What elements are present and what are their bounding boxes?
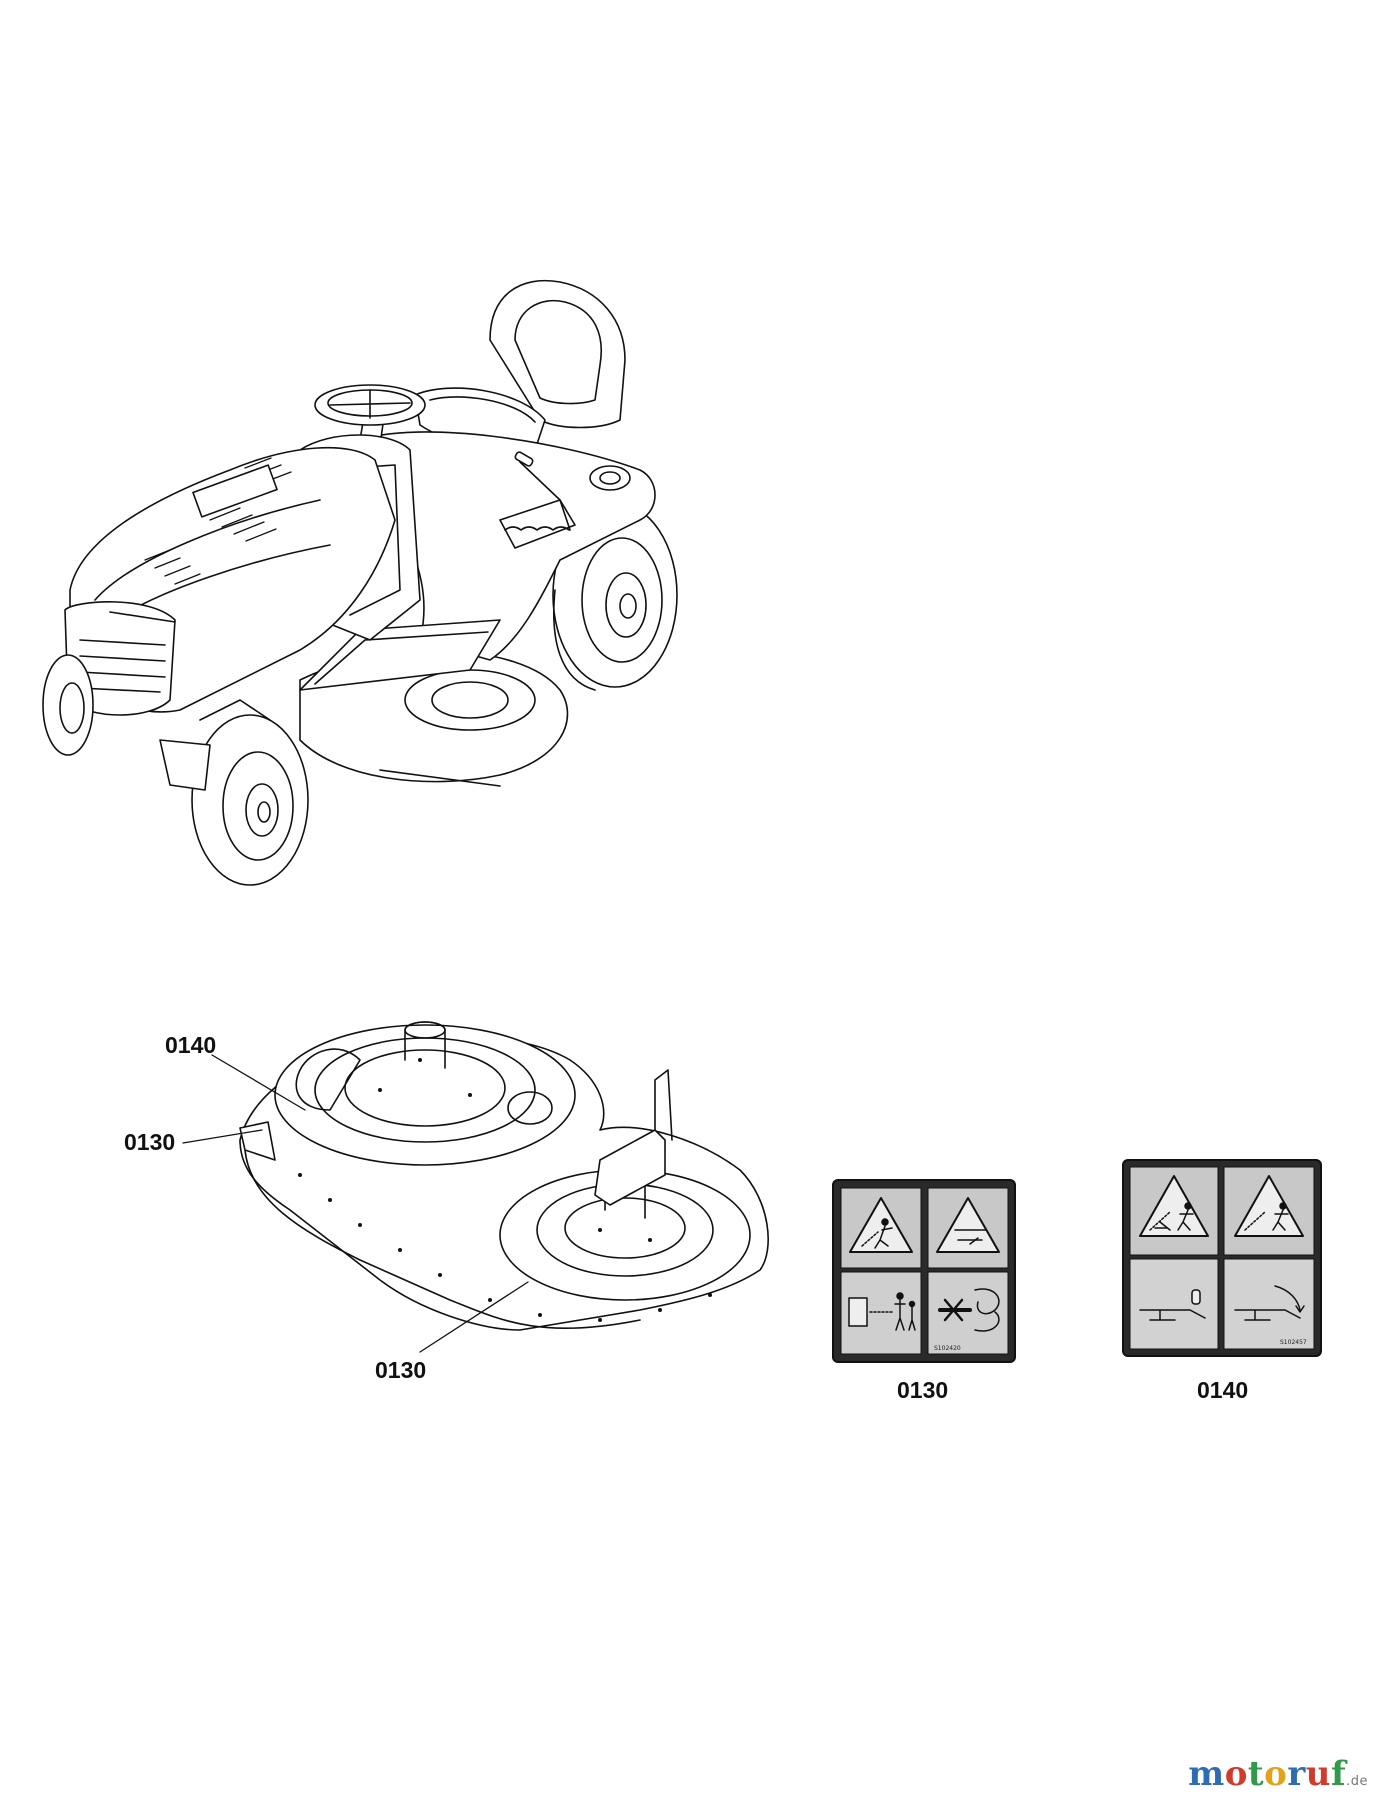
decal-0130: S102420	[832, 1179, 1016, 1363]
decal-0130-caption: 0130	[897, 1377, 948, 1403]
watermark-letter-1: m	[1188, 1754, 1225, 1794]
watermark-letter-7: f	[1330, 1754, 1347, 1794]
watermark-letter-6: u	[1305, 1754, 1331, 1794]
riding-mower-illustration	[42, 279, 678, 886]
watermark-letter-2: o	[1224, 1754, 1248, 1794]
decal-0140: S102457	[1122, 1159, 1322, 1357]
callout-deck-top: 0140	[165, 1032, 216, 1058]
callout-deck-left: 0130	[124, 1129, 175, 1155]
watermark-letter-3: t	[1247, 1754, 1265, 1794]
watermark-letter-4: o	[1264, 1754, 1288, 1794]
watermark-letter-5: r	[1287, 1754, 1306, 1794]
mower-deck-illustration	[182, 1021, 769, 1353]
decal-0130-code: S102420	[934, 1345, 961, 1352]
watermark-logo: motoruf.de	[1188, 1754, 1368, 1794]
watermark-suffix: .de	[1346, 1774, 1368, 1789]
decal-0140-code: S102457	[1280, 1339, 1307, 1346]
decal-0140-caption: 0140	[1197, 1377, 1248, 1403]
callout-deck-bottom: 0130	[375, 1357, 426, 1383]
